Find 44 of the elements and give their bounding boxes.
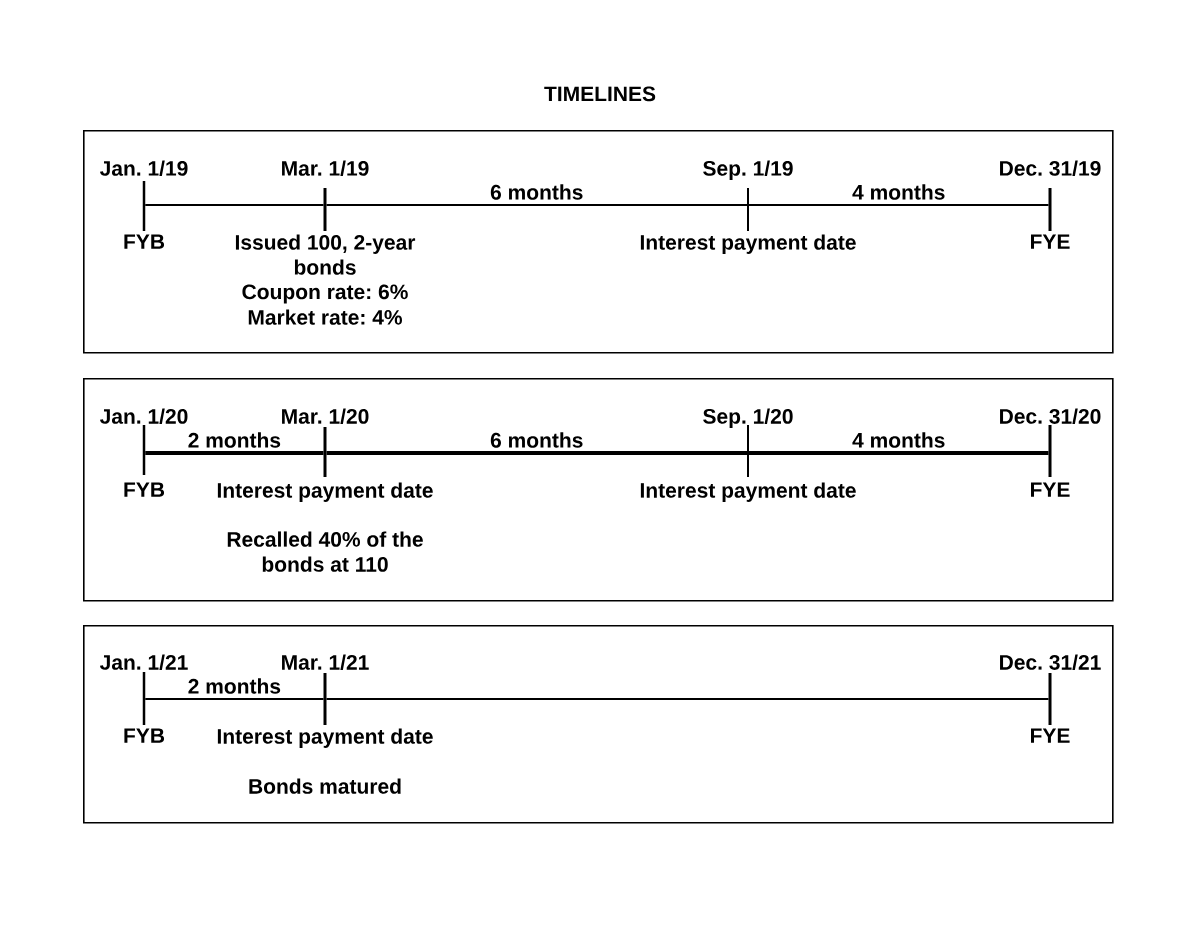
event-label: Interest payment date: [217, 482, 433, 502]
timeline-segment: [325, 204, 748, 206]
event-label: Interest payment date: [217, 728, 433, 748]
timeline-segment: [748, 204, 1050, 206]
event-label: Coupon rate: 6%: [242, 284, 408, 304]
timeline-segment: [325, 698, 1050, 700]
event-label: FYB: [124, 728, 165, 743]
event-label: Interest payment date: [640, 482, 856, 502]
event-label: Issued 100, 2-year bonds: [235, 234, 416, 275]
date-label: Jan. 1/21: [99, 654, 188, 671]
event-label: Interest payment date: [640, 234, 856, 254]
date-label: Jan. 1/20: [99, 408, 188, 425]
event-label: Market rate: 4%: [248, 309, 402, 325]
date-label: Dec. 31/19: [1000, 160, 1101, 177]
event-label: FYB: [124, 234, 165, 249]
event-label: FYE: [1031, 728, 1070, 743]
date-label: Dec. 31/21: [1000, 654, 1101, 671]
timeline-panel: [83, 130, 1114, 354]
timeline-segment: [749, 451, 1049, 455]
date-label: Sep. 1/19: [703, 160, 793, 180]
event-label: FYB: [124, 482, 165, 497]
duration-label: 4 months: [852, 432, 945, 448]
date-label: Dec. 31/20: [1000, 408, 1101, 425]
date-label: Mar. 1/21: [282, 654, 369, 671]
duration-label: 6 months: [490, 432, 583, 448]
event-label: Recalled 40% of the bonds at 110: [227, 531, 423, 572]
event-label: Bonds matured: [249, 778, 401, 794]
duration-label: 2 months: [188, 432, 281, 448]
duration-label: 2 months: [188, 678, 281, 694]
date-label: Jan. 1/19: [99, 160, 188, 177]
duration-label: 4 months: [852, 184, 945, 200]
timeline-segment: [144, 698, 325, 700]
event-label: FYE: [1031, 482, 1070, 497]
duration-label: 6 months: [490, 184, 583, 200]
timeline-segment: [144, 204, 325, 206]
timeline-panel: [83, 625, 1114, 824]
date-label: Mar. 1/19: [282, 160, 369, 177]
date-label: Mar. 1/20: [282, 408, 369, 425]
event-label: FYE: [1031, 234, 1070, 249]
date-label: Sep. 1/20: [703, 408, 793, 428]
title: TIMELINES: [544, 86, 656, 102]
timeline-segment: [326, 451, 747, 455]
timeline-segment: [145, 451, 324, 455]
timeline-panel: [83, 378, 1114, 602]
